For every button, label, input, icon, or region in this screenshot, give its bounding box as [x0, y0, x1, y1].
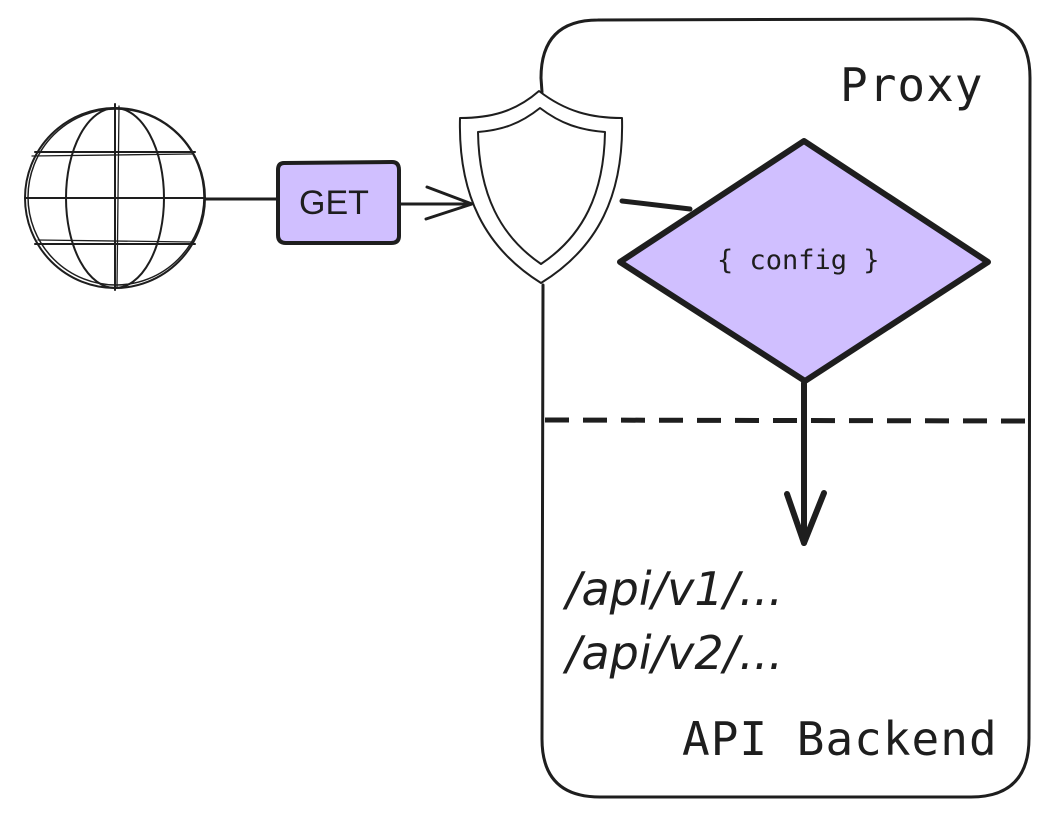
- get-badge-label: GET: [299, 184, 369, 222]
- api-backend-label: API Backend: [682, 712, 998, 766]
- get-badge-box: [276, 160, 401, 245]
- globe-icon: [24, 103, 206, 291]
- arrow-get-to-shield: [398, 185, 474, 221]
- proxy-label: Proxy: [840, 58, 984, 112]
- shield-icon: [458, 90, 624, 284]
- config-label: { config }: [717, 245, 880, 276]
- route-v1: /api/v1/...: [566, 562, 784, 616]
- arrow-config-to-backend: [784, 380, 827, 546]
- route-v2: /api/v2/...: [566, 626, 784, 680]
- connector-shield-to-config: [619, 198, 693, 212]
- proxy-backend-container: [539, 17, 1032, 799]
- section-divider: [544, 417, 1031, 424]
